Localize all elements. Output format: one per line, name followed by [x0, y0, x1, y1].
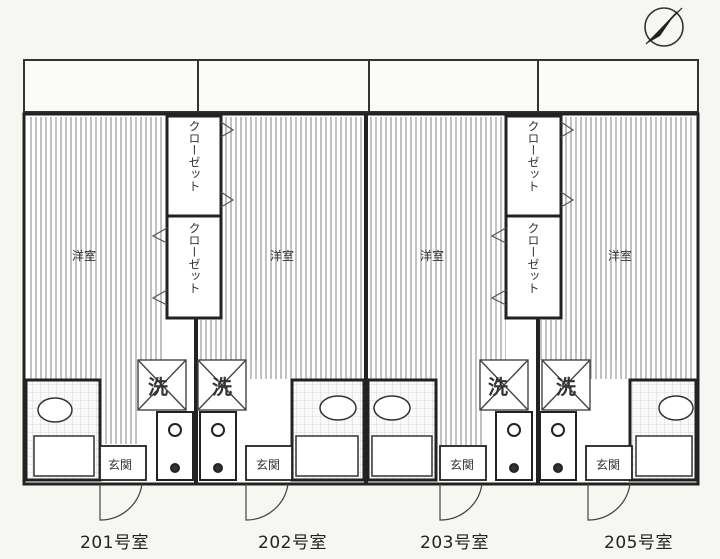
kitchens [156, 411, 577, 481]
entrance-label: 玄関 [450, 457, 474, 472]
unit-label-201: 201号室 [80, 533, 149, 553]
laundry-label: 洗 [488, 375, 508, 399]
closet-label: クローゼット [187, 222, 201, 294]
room-floor-203 [370, 117, 506, 445]
closet-label: クローゼット [187, 120, 201, 192]
laundry-label: 洗 [212, 375, 232, 399]
balcony [23, 59, 699, 113]
bathroom-203 [366, 378, 438, 482]
entrance-label: 玄関 [596, 457, 620, 472]
closets [165, 114, 563, 320]
room-label-205: 洋室 [608, 248, 632, 263]
laundry-label: 洗 [556, 375, 576, 399]
bathroom-205 [628, 378, 698, 482]
room-label-203: 洋室 [420, 248, 444, 263]
laundry-label: 洗 [148, 375, 168, 399]
room-label-202: 洋室 [270, 248, 294, 263]
unit-label-205: 205号室 [604, 533, 673, 553]
entrance-label: 玄関 [108, 457, 132, 472]
entrances [99, 445, 633, 481]
bathroom-202 [290, 378, 366, 482]
closet-label: クローゼット [526, 222, 540, 294]
north-arrow-icon [644, 7, 684, 47]
closet-door-marks [151, 121, 575, 306]
unit-label-203: 203号室 [420, 533, 489, 553]
room-floor-202 [196, 117, 365, 379]
unit-label-202: 202号室 [258, 533, 327, 553]
entrance-doors [99, 483, 631, 521]
room-floor-205 [540, 117, 695, 379]
entrance-label: 玄関 [256, 457, 280, 472]
laundry-spaces [137, 359, 591, 411]
room-label-201: 洋室 [72, 248, 96, 263]
bathroom-201 [24, 378, 102, 482]
closet-label: クローゼット [526, 120, 540, 192]
